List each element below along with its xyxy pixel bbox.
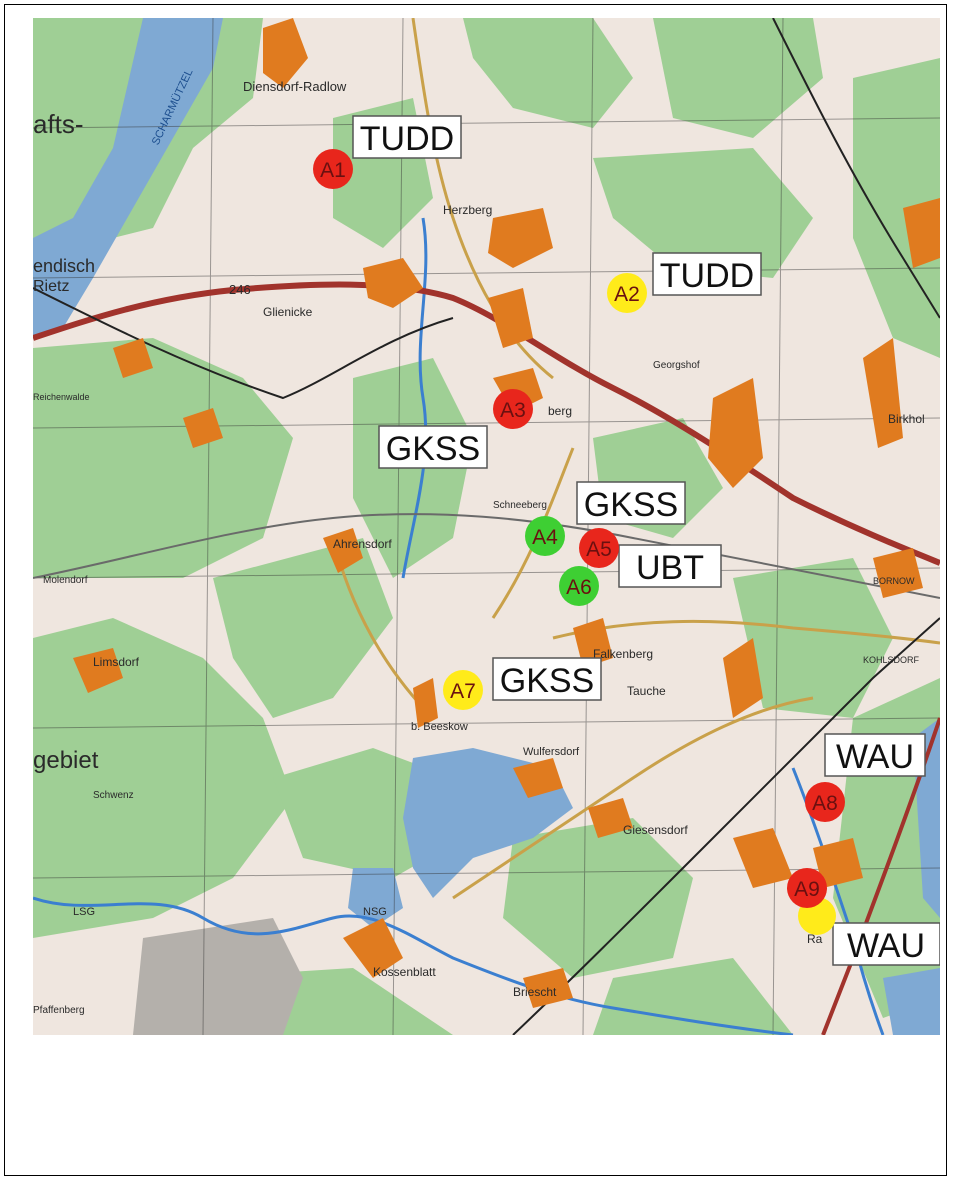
marker-a8[interactable]: A8 (805, 782, 845, 822)
place-nsg: NSG (363, 906, 387, 918)
marker-a1[interactable]: A1 (313, 149, 353, 189)
svg-text:A7: A7 (450, 680, 476, 703)
marker-a6[interactable]: A6 (559, 566, 599, 606)
label-wau-2: WAU (832, 922, 940, 966)
place-ahrensdorf: Ahrensdorf (333, 537, 392, 551)
figure-frame: Diensdorf-Radlow Herzberg Glienicke 246 … (4, 4, 947, 1176)
place-reichenwalde: Reichenwalde (33, 392, 90, 402)
place-limsdorf: Limsdorf (93, 655, 140, 669)
svg-text:A4: A4 (532, 526, 558, 549)
place-tauche: Tauche (627, 684, 666, 698)
place-birkhol: Birkhol (888, 412, 925, 426)
place-glienicke: Glienicke (263, 305, 313, 319)
marker-a2[interactable]: A2 (607, 273, 647, 313)
svg-text:A6: A6 (566, 576, 592, 599)
svg-text:TUDD: TUDD (360, 120, 454, 158)
marker-a5[interactable]: A5 (579, 528, 619, 568)
svg-text:A9: A9 (794, 878, 820, 901)
place-kohlsdorf: KOHLSDORF (863, 655, 920, 665)
marker-a7[interactable]: A7 (443, 670, 483, 710)
place-georgshof: Georgshof (653, 360, 700, 371)
station-markers: A1 A2 A3 A4 A5 A6 A7 A8 A9 (313, 149, 845, 935)
place-briescht: Briescht (513, 985, 557, 999)
place-schneeberg: Schneeberg (493, 500, 547, 511)
svg-text:GKSS: GKSS (386, 430, 480, 468)
place-falkenberg: Falkenberg (593, 647, 653, 661)
map-view[interactable]: Diensdorf-Radlow Herzberg Glienicke 246 … (33, 18, 940, 1035)
towns (73, 18, 940, 1008)
topographic-map: Diensdorf-Radlow Herzberg Glienicke 246 … (33, 18, 940, 1035)
place-diensdorf-radlow: Diensdorf-Radlow (243, 79, 347, 94)
svg-text:WAU: WAU (847, 927, 925, 965)
label-gkss-1: GKSS (378, 425, 488, 469)
label-gkss-2: GKSS (576, 481, 686, 525)
svg-text:A2: A2 (614, 283, 640, 306)
place-wendisch: endisch (33, 256, 95, 276)
label-wau-1: WAU (824, 733, 926, 777)
place-pfaffenberg: Pfaffenberg (33, 1005, 85, 1016)
svg-text:UBT: UBT (636, 549, 704, 587)
label-tudd-2: TUDD (652, 252, 762, 296)
svg-text:GKSS: GKSS (500, 662, 594, 700)
marker-a3[interactable]: A3 (493, 389, 533, 429)
road-number-246: 246 (229, 282, 251, 297)
place-bornow: BORNOW (873, 576, 915, 586)
protected-area (133, 918, 303, 1035)
place-schwenz: Schwenz (93, 790, 134, 801)
station-labels: TUDD TUDD GKSS GKSS UBT GKSS (352, 115, 940, 966)
svg-text:WAU: WAU (836, 738, 914, 776)
place-kossenblatt: Kossenblatt (373, 965, 436, 979)
label-gkss-3: GKSS (492, 657, 602, 701)
place-beeskow: b. Beeskow (411, 721, 468, 733)
place-giesensdorf: Giesensdorf (623, 823, 688, 837)
svg-text:A1: A1 (320, 159, 346, 182)
place-afts: afts- (33, 109, 84, 139)
svg-text:A8: A8 (812, 792, 838, 815)
label-ubt: UBT (618, 544, 722, 588)
svg-text:GKSS: GKSS (584, 486, 678, 524)
place-landsberg: berg (548, 404, 572, 418)
place-rietz: Rietz (33, 278, 69, 295)
place-gebiet: gebiet (33, 747, 99, 774)
label-tudd-1: TUDD (352, 115, 462, 159)
marker-a9[interactable]: A9 (787, 868, 827, 908)
svg-text:A3: A3 (500, 399, 526, 422)
place-molendorf: Molendorf (43, 575, 88, 586)
svg-text:TUDD: TUDD (660, 257, 754, 295)
marker-a4[interactable]: A4 (525, 516, 565, 556)
place-wulfersdorf: Wulfersdorf (523, 746, 580, 758)
place-lsg: LSG (73, 906, 95, 918)
place-ra: Ra (807, 932, 823, 946)
svg-text:A5: A5 (586, 538, 612, 561)
place-herzberg: Herzberg (443, 203, 492, 217)
